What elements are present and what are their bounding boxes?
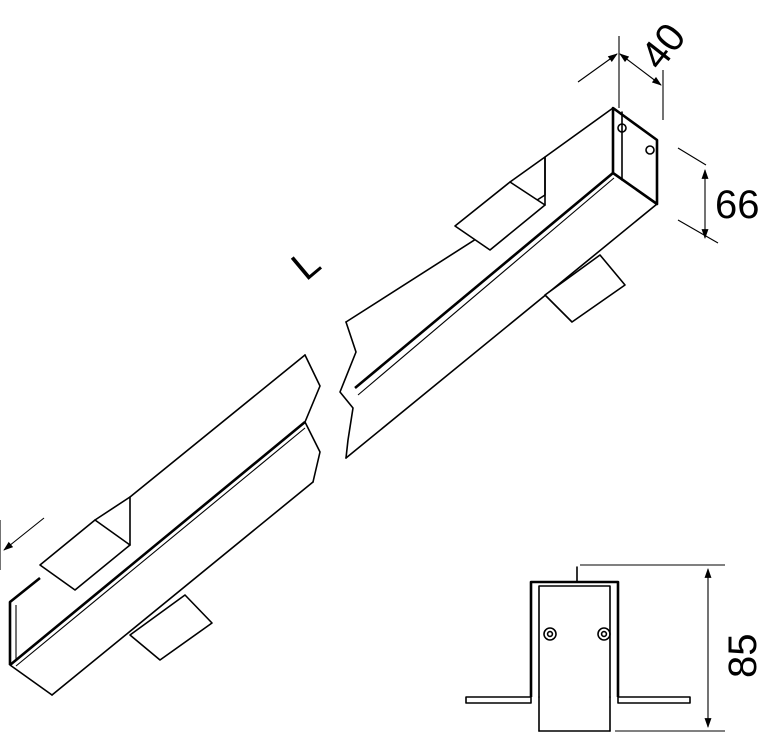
- profile-left-segment: [8, 354, 321, 696]
- dimension-length-label: L: [284, 241, 329, 289]
- bracket-bottom-left: [129, 594, 213, 661]
- dimension-width-label: 40: [632, 15, 694, 77]
- dimension-width: 40: [577, 15, 694, 120]
- bracket-bottom-right: [544, 254, 626, 323]
- dimension-height-label: 66: [715, 183, 760, 227]
- bracket-top-left: [39, 496, 131, 591]
- dimension-length: L: [284, 241, 329, 289]
- dimension-section-height: 85: [580, 564, 765, 732]
- profile-right-segment: [339, 106, 659, 459]
- bracket-top-right: [454, 156, 546, 251]
- left-dimension-arrow: [0, 517, 45, 570]
- dimension-section-height-label: 85: [721, 634, 765, 679]
- cross-section-view: [465, 566, 691, 732]
- dimension-height: 66: [677, 147, 760, 244]
